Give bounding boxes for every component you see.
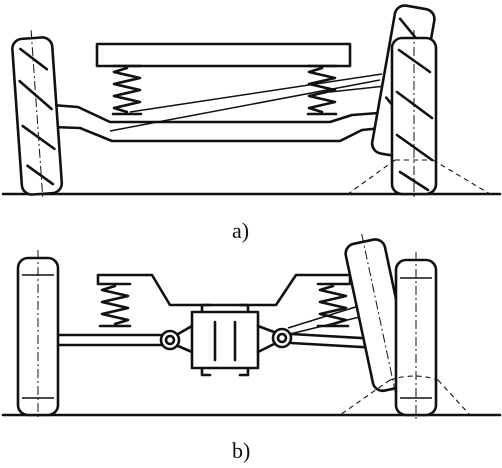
displaced-axle-line-3-a: [329, 85, 386, 93]
right-pivot-b: [256, 324, 293, 354]
right-wheel-a: [390, 30, 438, 200]
left-spring-b: [98, 282, 132, 328]
right-spring-b: [316, 282, 350, 328]
axle-beam-bottom-a: [50, 125, 394, 143]
left-wheel-b: [16, 250, 60, 420]
diagram-label-b: b): [232, 438, 251, 463]
displaced-axle-line-2-a: [129, 73, 383, 113]
displaced-axle-line-1-a: [109, 79, 381, 132]
left-spring-a: [111, 64, 143, 116]
contact-line-left-a: [347, 159, 396, 195]
differential-housing-b: [190, 303, 260, 377]
contact-line-right-a: [432, 159, 491, 195]
vehicle-body-a: [95, 42, 352, 68]
contact-line-right-b: [437, 379, 471, 416]
axle-beam-top-a: [50, 103, 394, 124]
diagram-a: [1, 4, 502, 200]
contact-arc-b: [389, 375, 439, 381]
diagram-label-a: a): [232, 218, 250, 243]
right-spring-a: [306, 64, 338, 116]
contact-line-left-b: [339, 379, 391, 416]
diagram-b: [1, 233, 502, 420]
left-wheel-a: [11, 30, 64, 200]
left-pivot-b: [159, 324, 194, 354]
right-wheel-b: [394, 252, 438, 420]
vehicle-body-b: [96, 273, 352, 307]
